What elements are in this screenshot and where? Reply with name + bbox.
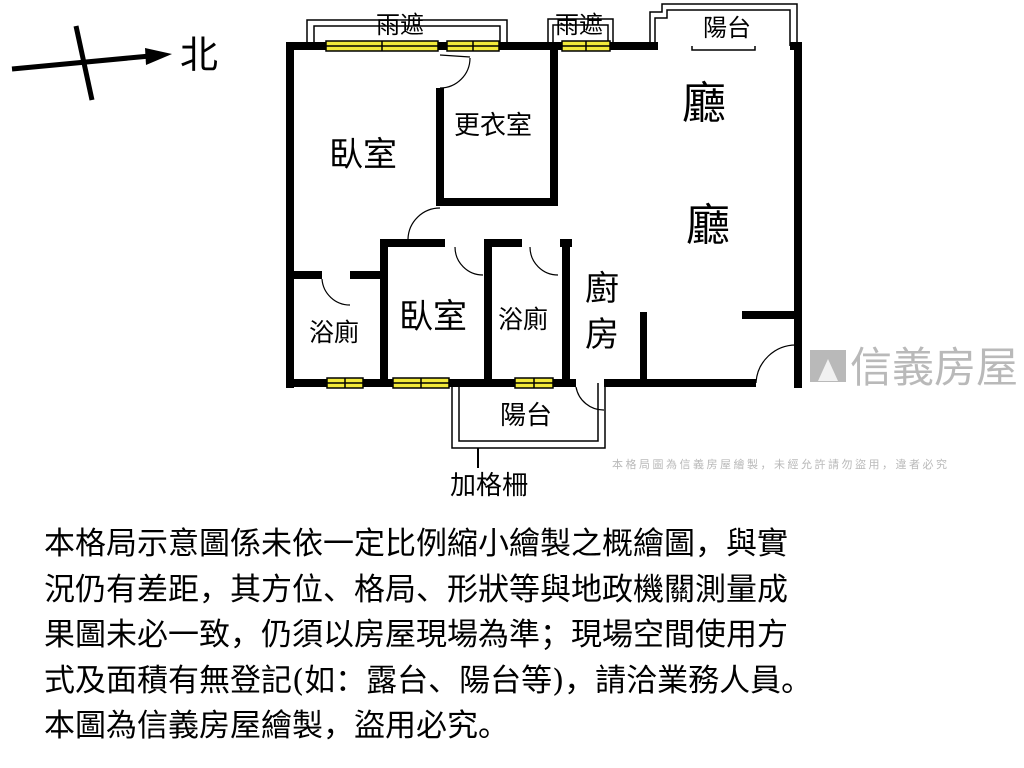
watermark-logo-text: 信義房屋 bbox=[850, 343, 1018, 392]
rain-cover-outlines bbox=[306, 3, 798, 468]
label-balcony-top: 陽台 bbox=[703, 14, 751, 42]
watermark-notice: 本格局圖為信義房屋繪製，未經允許請勿盜用，違者必究 bbox=[612, 457, 950, 471]
room-kitchen-2: 房 bbox=[585, 315, 619, 355]
note-line: 本圖為信義房屋繪製，盜用必究。 bbox=[44, 708, 509, 744]
label-balcony-bottom: 陽台 bbox=[500, 401, 552, 431]
windows bbox=[325, 40, 611, 389]
label-rain-cover-2: 雨遮 bbox=[555, 11, 603, 39]
room-bedroom-small: 臥室 bbox=[399, 297, 467, 337]
note-line: 果圖未必一致，仍須以房屋現場為準；現場空間使用方 bbox=[44, 617, 788, 653]
note-line: 本格局示意圖係未依一定比例縮小繪製之概繪圖，與實 bbox=[44, 526, 788, 562]
label-grille: 加格柵 bbox=[450, 471, 528, 501]
disclaimer-notes: 本格局示意圖係未依一定比例縮小繪製之概繪圖，與實 況仍有差距，其方位、格局、形狀… bbox=[44, 522, 1004, 750]
watermark-logo-icon bbox=[810, 350, 846, 382]
room-bedroom-main: 臥室 bbox=[329, 135, 397, 175]
room-living-2: 廳 bbox=[686, 200, 730, 251]
watermark: 信義房屋 本格局圖為信義房屋繪製，未經允許請勿盜用，違者必究 bbox=[612, 343, 1018, 471]
room-bath-right: 浴廁 bbox=[498, 305, 548, 334]
compass-label: 北 bbox=[180, 33, 218, 77]
room-bath-left: 浴廁 bbox=[309, 318, 359, 347]
room-kitchen-1: 廚 bbox=[585, 269, 619, 309]
note-line: 式及面積有無登記(如：露台、陽台等)，請洽業務人員。 bbox=[44, 662, 813, 699]
note-line: 況仍有差距，其方位、格局、形狀等與地政機關測量成 bbox=[44, 571, 788, 608]
north-arrow-icon bbox=[11, 25, 172, 101]
door-swings bbox=[321, 54, 797, 411]
room-living-1: 廳 bbox=[682, 78, 726, 129]
label-rain-cover-1: 雨遮 bbox=[376, 11, 424, 39]
room-closet: 更衣室 bbox=[454, 111, 532, 141]
room-labels: 臥室 更衣室 廳 廳 浴廁 臥室 浴廁 廚 房 雨遮 雨遮 陽台 陽台 加格柵 bbox=[309, 11, 751, 501]
